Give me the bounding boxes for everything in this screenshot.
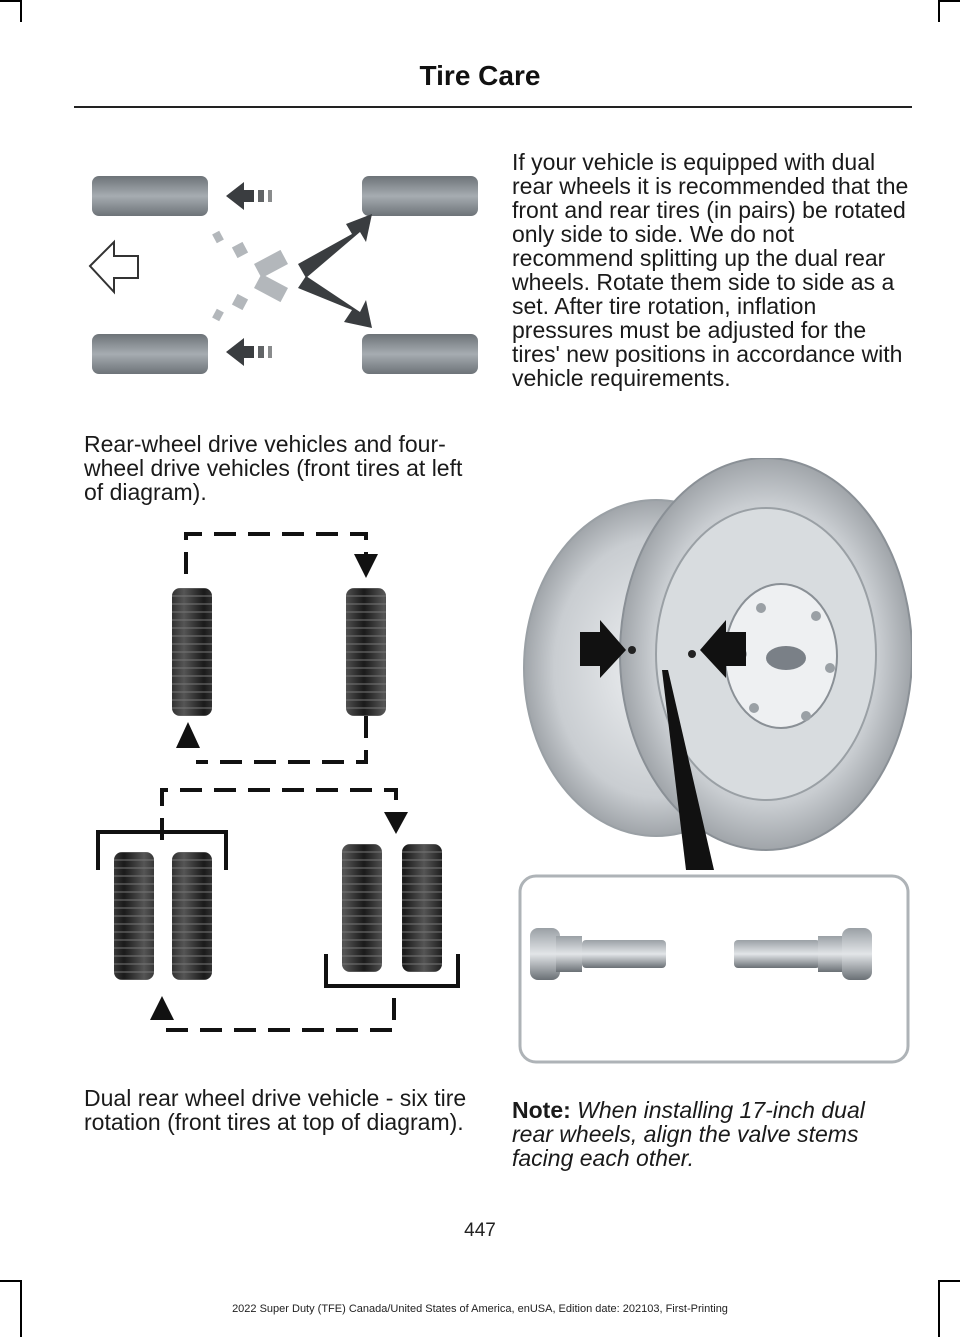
arrow-icon — [580, 620, 746, 678]
valve-stem-icon — [734, 928, 872, 980]
crop-mark — [20, 1280, 22, 1337]
crop-mark — [938, 1280, 940, 1337]
crop-mark — [938, 1280, 960, 1282]
drw-caption: Dual rear wheel drive vehicle - six tire… — [84, 1085, 467, 1135]
page-title: Tire Care — [419, 60, 541, 91]
arrow-icon — [226, 182, 272, 210]
tire-icon — [172, 588, 212, 716]
tire-icon — [114, 852, 154, 980]
ford-logo-icon — [766, 646, 806, 670]
footer-edition: 2022 Super Duty (TFE) Canada/United Stat… — [232, 1303, 728, 1315]
tire-icon — [172, 852, 212, 980]
rwd-caption: Rear-wheel drive vehicles and four-wheel… — [84, 431, 463, 505]
note: Note: When installing 17-inch dual rear … — [512, 1098, 912, 1170]
tire-icon — [92, 176, 208, 216]
tire-icon — [346, 588, 386, 716]
direction-arrow-icon — [88, 239, 139, 295]
valve-stem-icon — [530, 928, 666, 980]
tire-icon — [362, 334, 478, 374]
tire-icon — [92, 334, 208, 374]
note-text: When installing 17-inch dual rear wheels… — [512, 1097, 865, 1171]
rotation-path — [160, 532, 398, 1032]
tire-icon — [342, 844, 382, 972]
crop-mark — [938, 0, 940, 22]
tire-icon — [402, 844, 442, 972]
tire-icon — [362, 176, 478, 216]
arrow-icon — [212, 230, 288, 322]
crop-mark — [938, 0, 960, 2]
arrow-icon — [226, 338, 272, 366]
crop-mark — [20, 0, 22, 22]
crop-mark — [0, 1280, 22, 1282]
dual-bracket — [96, 830, 460, 988]
arrow-icon — [298, 214, 372, 328]
crop-mark — [0, 0, 22, 2]
dual-rear-wheel-valve-stem-diagram — [518, 458, 912, 1064]
arrow-icon — [150, 554, 408, 1020]
header-divider — [74, 106, 912, 108]
page-number: 447 — [464, 1220, 496, 1241]
dual-wheel-paragraph: If your vehicle is equipped with dual re… — [512, 149, 909, 391]
four-tire-rotation-diagram — [88, 176, 478, 374]
six-tire-rotation-diagram — [96, 532, 460, 1032]
note-label: Note: — [512, 1097, 571, 1123]
